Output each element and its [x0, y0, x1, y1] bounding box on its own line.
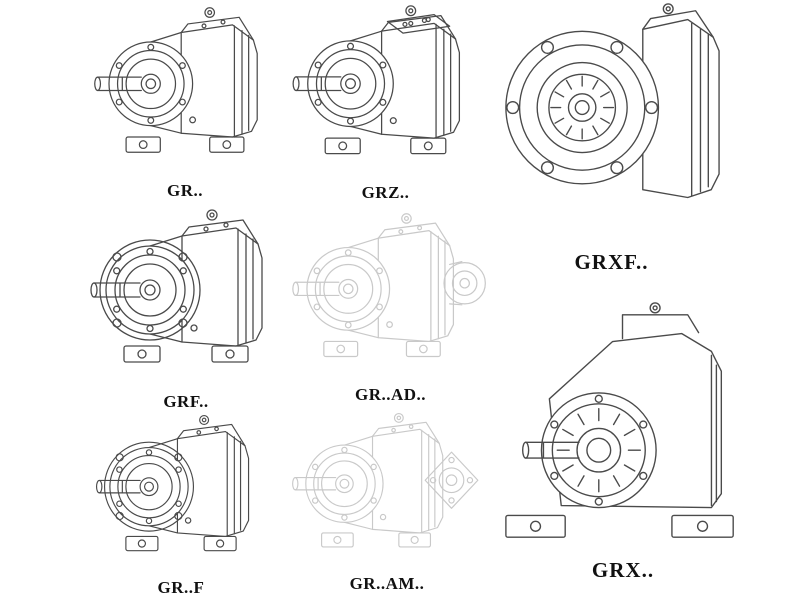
figure-label: GR..AD..	[354, 385, 427, 404]
figure-label: GRZ..	[361, 183, 410, 202]
figure-grx: GRX..	[492, 300, 754, 583]
grx-gearbox-drawing	[505, 302, 734, 538]
figure-grf: GRF..	[86, 206, 286, 412]
figure-label: GR..F	[157, 578, 205, 597]
gr-am-motor-adapter-gearbox-drawing	[292, 412, 479, 548]
grxf-flange-gearbox-drawing	[505, 3, 720, 199]
figure-label: GR..	[167, 181, 203, 200]
figure-label: GRX..	[591, 558, 655, 582]
figure-grxf: GRXF..	[494, 0, 729, 275]
figure-gr: GR..	[90, 4, 280, 201]
figure-label: GRXF..	[574, 250, 649, 274]
figure-gr-f: GR..F	[92, 412, 270, 598]
figure-grz: GRZ..	[288, 2, 483, 203]
figure-gr-am: GR..AM..	[288, 410, 486, 594]
figure-gr-ad: GR..AD..	[288, 210, 493, 405]
figure-label: GRF..	[163, 392, 209, 411]
gr-ad-adapter-gearbox-drawing	[292, 213, 486, 358]
grz-gearbox-drawing	[292, 5, 461, 155]
figure-label: GR..AM..	[349, 574, 425, 593]
gr-f-flange-gearbox-drawing	[95, 414, 250, 552]
grf-flange-gearbox-drawing	[90, 209, 263, 363]
gr-gearbox-drawing	[94, 7, 258, 153]
